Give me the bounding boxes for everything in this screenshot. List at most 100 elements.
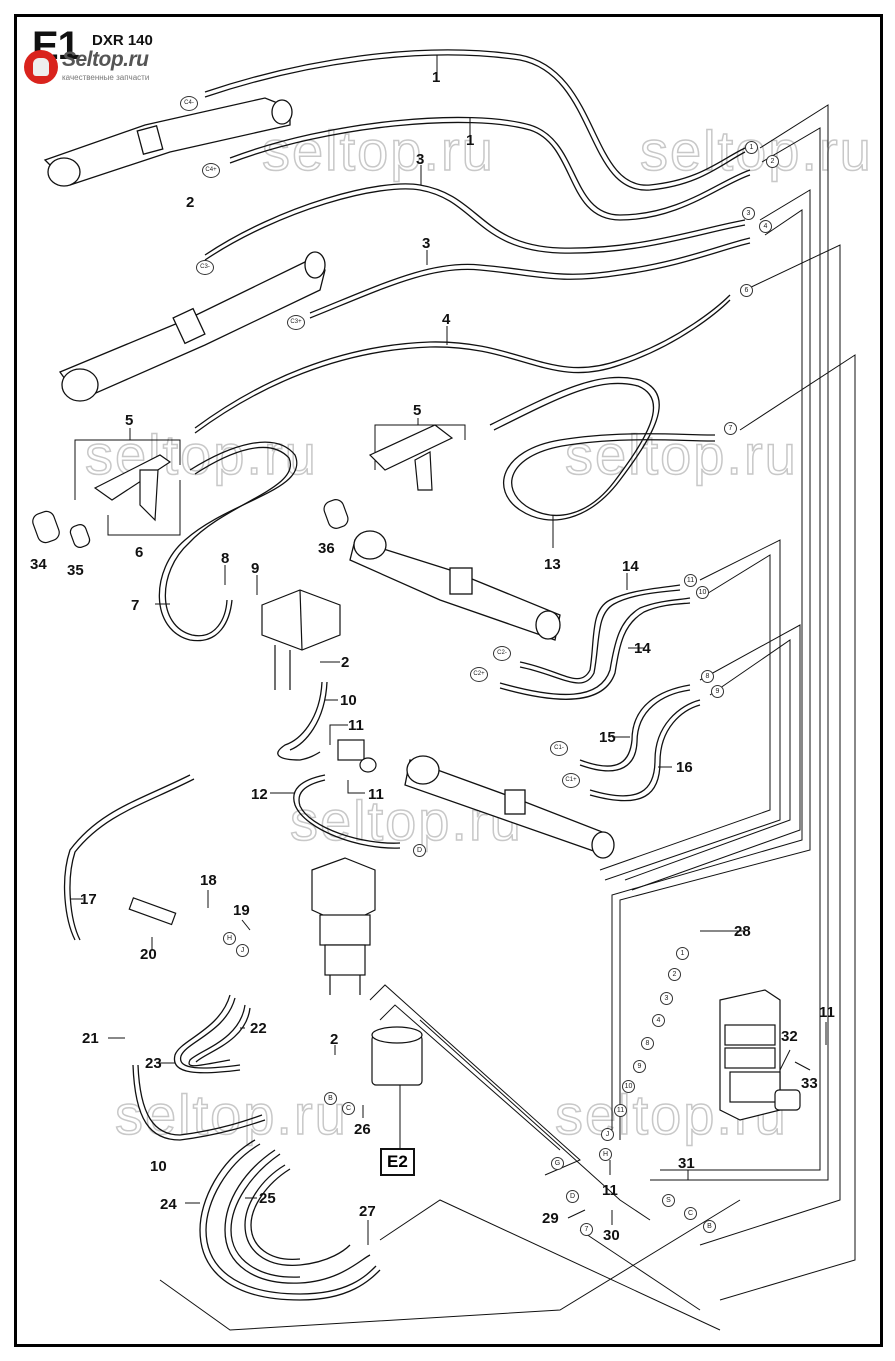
callout-18: 18 xyxy=(200,872,217,889)
callout-31: 31 xyxy=(678,1155,695,1172)
bottom-port-ref: C xyxy=(684,1207,697,1220)
callout-1: 1 xyxy=(432,69,441,86)
cylinder-c4 xyxy=(43,97,293,187)
cylinder-port-ref: C2+ xyxy=(470,667,488,682)
callout-11: 11 xyxy=(602,1182,618,1199)
connection-ref: 1 xyxy=(745,141,758,154)
valve-port-ref: 10 xyxy=(622,1080,635,1093)
callout-25: 25 xyxy=(259,1190,276,1207)
callout-30: 30 xyxy=(603,1227,620,1244)
valve-port-ref: H xyxy=(599,1148,612,1161)
callout-5: 5 xyxy=(413,402,422,419)
connection-ref: 2 xyxy=(766,155,779,168)
callout-29: 29 xyxy=(542,1210,559,1227)
hose-22-23 xyxy=(173,994,251,1074)
callout-28: 28 xyxy=(734,923,751,940)
control-valve-bank xyxy=(719,989,801,1121)
fist-wrench-icon xyxy=(24,50,58,84)
bottom-port-ref: 7 xyxy=(580,1223,593,1236)
callout-22: 22 xyxy=(250,1020,267,1037)
cylinder-c1 xyxy=(404,755,615,859)
leader-lines xyxy=(70,55,827,1245)
cylinder-port-ref: C2- xyxy=(493,646,511,661)
valve-port-ref: 2 xyxy=(668,968,681,981)
sensor-bracket-center xyxy=(323,424,454,529)
callout-17: 17 xyxy=(80,891,97,908)
callout-2: 2 xyxy=(186,194,195,211)
callout-20: 20 xyxy=(140,946,157,963)
valve-port-ref: J xyxy=(601,1128,614,1141)
hose-17 xyxy=(63,774,195,941)
cylinder-port-ref: C3+ xyxy=(287,315,305,330)
watermark: seltop.ru xyxy=(564,422,798,487)
callout-36: 36 xyxy=(318,540,335,557)
callout-8: 8 xyxy=(221,550,230,567)
connection-ref: 7 xyxy=(724,422,737,435)
watermark: seltop.ru xyxy=(261,118,495,183)
callout-3: 3 xyxy=(422,235,431,252)
hose-24-25 xyxy=(199,1139,381,1301)
connection-ref: 3 xyxy=(742,207,755,220)
hose-1 xyxy=(204,49,746,191)
bottom-port-ref: B xyxy=(703,1220,716,1233)
callout-3: 3 xyxy=(416,151,425,168)
cylinder-c3 xyxy=(58,251,326,402)
pump-port-ref: C xyxy=(342,1102,355,1115)
connection-ref: 6 xyxy=(740,284,753,297)
hose-10 xyxy=(277,681,328,761)
hose-15-16 xyxy=(579,684,701,802)
callout-10: 10 xyxy=(150,1158,167,1175)
valve-port-ref: 11 xyxy=(614,1104,627,1117)
diagram-frame xyxy=(14,14,883,1347)
logo-tagline: качественные запчасти xyxy=(62,73,150,82)
hose-20 xyxy=(128,897,177,926)
callout-11: 11 xyxy=(348,717,364,734)
callout-21: 21 xyxy=(82,1030,99,1047)
pump-port-ref: B xyxy=(324,1092,337,1105)
cylinder-port-ref: C1- xyxy=(550,741,568,756)
hose-13 xyxy=(489,376,716,521)
seltop-logo: Seltop.ru качественные запчасти xyxy=(22,48,182,88)
callout-26: 26 xyxy=(354,1121,371,1138)
hose-12 xyxy=(293,774,401,849)
hose-1b xyxy=(229,116,751,221)
watermark: seltop.ru xyxy=(114,1082,348,1147)
hose-10b xyxy=(132,1064,266,1141)
callout-10: 10 xyxy=(340,692,357,709)
callout-33: 33 xyxy=(801,1075,818,1092)
reference-box-e2[interactable]: E2 xyxy=(380,1148,415,1176)
callout-6: 6 xyxy=(135,544,144,561)
valve-port-ref: 4 xyxy=(652,1014,665,1027)
hose-3b xyxy=(309,237,751,319)
callout-27: 27 xyxy=(359,1203,376,1220)
callout-14: 14 xyxy=(622,558,639,575)
hose-14 xyxy=(499,584,691,700)
valve-port-ref: 9 xyxy=(633,1060,646,1073)
hose-3 xyxy=(204,183,746,261)
callout-19: 19 xyxy=(233,902,250,919)
callout-34: 34 xyxy=(30,556,47,573)
connection-ref: D xyxy=(413,844,426,857)
pump-unit xyxy=(371,1026,423,1086)
sensor-bracket-left xyxy=(32,454,172,548)
connection-ref: 8 xyxy=(701,670,714,683)
callout-11: 11 xyxy=(819,1004,835,1021)
callout-13: 13 xyxy=(544,556,561,573)
bottom-port-ref: G xyxy=(551,1157,564,1170)
line-bundle-bottom xyxy=(159,984,741,1331)
callout-12: 12 xyxy=(251,786,268,803)
valve-port-ref: 3 xyxy=(660,992,673,1005)
callout-32: 32 xyxy=(781,1028,798,1045)
callout-2: 2 xyxy=(330,1031,339,1048)
model-name: DXR 140 xyxy=(92,32,153,49)
line-bundle-right xyxy=(599,104,856,1301)
callout-7: 7 xyxy=(131,597,140,614)
connection-ref: 4 xyxy=(759,220,772,233)
callout-2: 2 xyxy=(341,654,350,671)
callout-4: 4 xyxy=(442,311,451,328)
callout-15: 15 xyxy=(599,729,616,746)
valve-port-ref: 1 xyxy=(676,947,689,960)
swivel-port-ref: J xyxy=(236,944,249,957)
solenoid-valve xyxy=(337,739,377,773)
